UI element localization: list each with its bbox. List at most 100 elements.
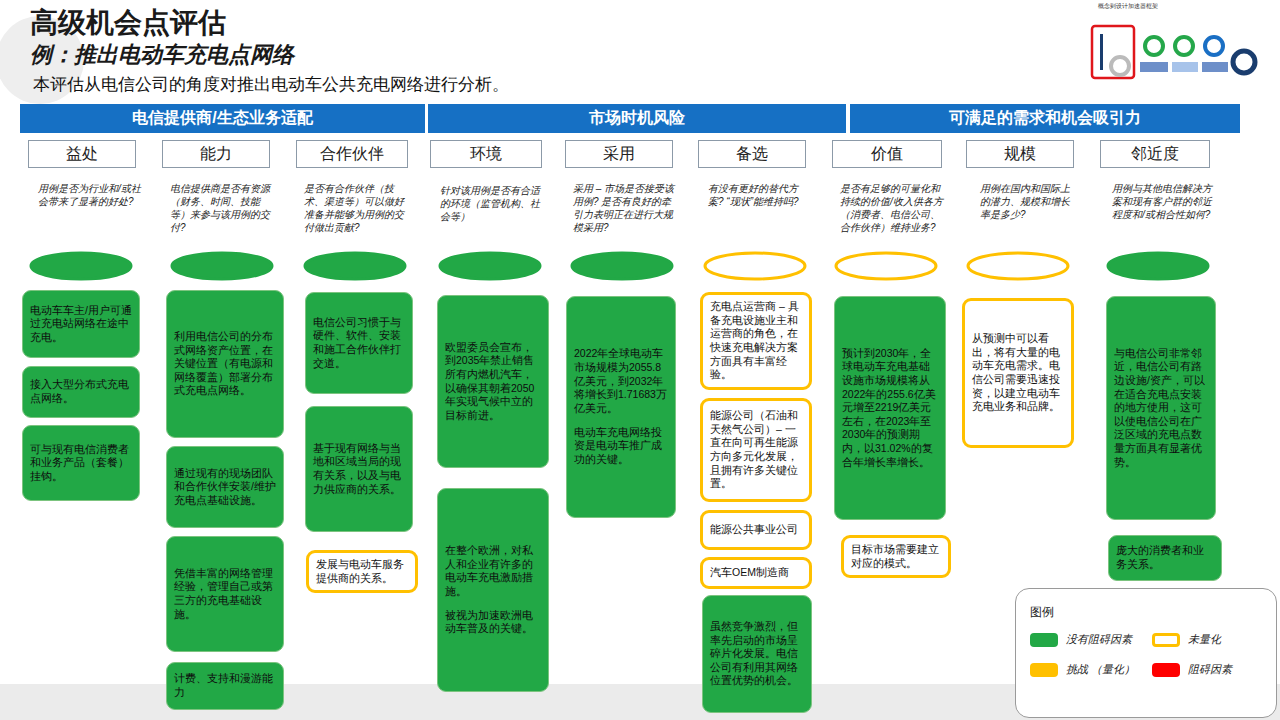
box-text: 电信公司习惯于与硬件、软件、安装和施工合作伙伴打交道。 <box>313 316 405 371</box>
section-band: 电信提供商/生态业务适配 <box>20 104 425 133</box>
column-question: 用例与其他电信解决方案和现有客户群的邻近程度和/或相合性如何? <box>1112 182 1216 221</box>
column-question: 采用 – 市场是否接受该用例? 是否有良好的牵引力表明正在进行大规模采用? <box>573 182 677 234</box>
box-text: 在整个欧洲，对私人和企业有许多的电动车充电激励措施。 <box>445 544 541 599</box>
no-barrier-box: 接入大型分布式充电点网络。 <box>22 366 140 418</box>
column-question: 电信提供商是否有资源（财务、时间、技能等）来参与该用例的交付? <box>170 182 274 234</box>
legend-entry: 没有阻碍因素 <box>1030 632 1132 647</box>
no-barrier-box: 庞大的消费者和业务关系。 <box>1108 535 1222 581</box>
box-text: 采用 <box>603 144 635 165</box>
box-text: 可满足的需求和机会吸引力 <box>949 108 1141 129</box>
box-text: 与电信公司非常邻近，电信公司有路边设施/资产，可以在适合充电点安装的地方使用，这… <box>1114 347 1208 470</box>
no-barrier-box: 通过现有的现场团队和合作伙伴安装/维护充电点基础设施。 <box>166 446 284 528</box>
column-header: 合作伙伴 <box>296 140 408 168</box>
no-barrier-box: 凭借丰富的网络管理经验，管理自己或第三方的充电基础设施。 <box>166 536 284 652</box>
column-question: 用例是否为行业和/或社会带来了显著的好处? <box>38 182 142 208</box>
column-header: 价值 <box>832 140 942 168</box>
slide-subtitle: 例：推出电动车充电点网络 <box>30 40 630 70</box>
no-barrier-box: 基于现有网络与当地和区域当局的现有关系，以及与电力供应商的关系。 <box>305 406 413 532</box>
status-oval <box>172 253 272 279</box>
no-barrier-box: 在整个欧洲，对私人和企业有许多的电动车充电激励措施。被视为加速欧洲电动车普及的关… <box>437 488 549 692</box>
column-header: 备选 <box>698 140 806 168</box>
thumbnail-caption: 概念到设计加速器框架 <box>1098 2 1218 11</box>
legend-swatch <box>1030 633 1058 647</box>
no-barrier-box: 电动车车主/用户可通过充电站网络在途中充电。 <box>22 290 140 358</box>
no-barrier-box: 预计到2030年，全球电动车充电基础设施市场规模将从2022年的255.6亿美元… <box>834 296 946 520</box>
status-oval <box>440 253 540 279</box>
box-text: 备选 <box>736 144 768 165</box>
box-text: 从预测中可以看出，将有大量的电动车充电需求。电信公司需要迅速投资，以建立电动车充… <box>972 332 1064 414</box>
box-text: 充电点运营商 – 具备充电设施业主和运营商的角色，在快速充电解决方案方面具有丰富… <box>710 300 802 382</box>
column-header: 能力 <box>162 140 270 168</box>
legend-entry: 未量化 <box>1152 632 1221 647</box>
status-ovals <box>31 253 1208 279</box>
legend-text: 没有阻碍因素 <box>1066 632 1132 647</box>
legend-swatch <box>1152 663 1180 677</box>
no-barrier-box: 虽然竞争激烈，但率先启动的市场呈碎片化发展。电信公司有利用其网络位置优势的机会。 <box>702 595 812 713</box>
box-text: 邻近度 <box>1131 144 1179 165</box>
box-text: 能源公司（石油和天然气公司）– 一直在向可再生能源方向多元化发展，且拥有许多关键… <box>710 409 802 491</box>
legend-entry: 阻碍因素 <box>1152 662 1232 677</box>
box-text: 目标市场需要建立对应的模式。 <box>851 543 941 570</box>
box-text: 凭借丰富的网络管理经验，管理自己或第三方的充电基础设施。 <box>174 567 276 622</box>
legend-heading: 图例 <box>1030 604 1090 621</box>
box-text: 庞大的消费者和业务关系。 <box>1116 544 1214 571</box>
box-text: 能源公共事业公司 <box>710 523 802 537</box>
box-text: 价值 <box>871 144 903 165</box>
no-barrier-box: 欧盟委员会宣布，到2035年禁止销售所有内燃机汽车，以确保其朝着2050年实现气… <box>437 295 549 468</box>
status-oval <box>572 253 672 279</box>
column-question: 是否有合作伙伴（技术、渠道等）可以做好准备并能够为用例的交付做出贡献? <box>304 182 408 234</box>
legend-text: 阻碍因素 <box>1188 662 1232 677</box>
no-barrier-box: 2022年全球电动车市场规模为2055.8亿美元，到2032年将增长到1.716… <box>566 296 676 518</box>
no-barrier-box: 电信公司习惯于与硬件、软件、安装和施工合作伙伴打交道。 <box>305 292 413 394</box>
intro-text: 本评估从电信公司的角度对推出电动车公共充电网络进行分析。 <box>33 73 933 96</box>
column-question: 是否有足够的可量化和持续的价值/收入供各方（消费者、电信公司、合作伙伴）维持业务… <box>840 182 944 234</box>
legend-text: 挑战 （量化） <box>1066 662 1135 677</box>
box-text: 汽车OEM制造商 <box>710 566 802 580</box>
box-text: 市场时机风险 <box>589 108 685 129</box>
box-text: 益处 <box>66 144 98 165</box>
status-oval <box>31 253 131 279</box>
unquantified-box: 充电点运营商 – 具备充电设施业主和运营商的角色，在快速充电解决方案方面具有丰富… <box>700 292 812 390</box>
unquantified-box: 能源公司（石油和天然气公司）– 一直在向可再生能源方向多元化发展，且拥有许多关键… <box>700 398 812 502</box>
box-text: 电信提供商/生态业务适配 <box>132 108 312 129</box>
legend-swatch <box>1030 663 1058 677</box>
box-text: 接入大型分布式充电点网络。 <box>30 378 132 405</box>
box-text: 基于现有网络与当地和区域当局的现有关系，以及与电力供应商的关系。 <box>313 442 405 497</box>
box-text: 能力 <box>200 144 232 165</box>
box-text: 电动车充电网络投资是电动车推广成功的关键。 <box>574 426 668 467</box>
box-text: 2022年全球电动车市场规模为2055.8亿美元，到2032年将增长到1.716… <box>574 347 668 415</box>
box-text: 电动车车主/用户可通过充电站网络在途中充电。 <box>30 304 132 345</box>
unquantified-box: 能源公共事业公司 <box>700 510 812 550</box>
column-header: 规模 <box>966 140 1074 168</box>
box-text: 利用电信公司的分布式网络资产位置，在关键位置（有电源和网络覆盖）部署分布式充电点… <box>174 330 276 398</box>
box-text: 可与现有电信消费者和业务产品（套餐）挂钩。 <box>30 443 132 484</box>
slide-title: 高级机会点评估 <box>30 4 226 42</box>
box-text: 发展与电动车服务提供商的关系。 <box>316 558 408 585</box>
box-text: 合作伙伴 <box>320 144 384 165</box>
status-oval <box>836 253 936 279</box>
status-oval <box>705 253 805 279</box>
legend-frame <box>1015 588 1277 718</box>
box-text: 规模 <box>1004 144 1036 165</box>
status-oval <box>305 253 405 279</box>
unquantified-box: 发展与电动车服务提供商的关系。 <box>306 550 418 593</box>
framework-thumbnail <box>1092 26 1255 78</box>
column-header: 采用 <box>565 140 673 168</box>
column-header: 环境 <box>430 140 542 168</box>
box-text: 环境 <box>470 144 502 165</box>
status-oval <box>968 253 1068 279</box>
no-barrier-box: 与电信公司非常邻近，电信公司有路边设施/资产，可以在适合充电点安装的地方使用，这… <box>1106 296 1216 520</box>
box-text: 通过现有的现场团队和合作伙伴安装/维护充电点基础设施。 <box>174 467 276 508</box>
box-text: 欧盟委员会宣布，到2035年禁止销售所有内燃机汽车，以确保其朝着2050年实现气… <box>445 341 541 423</box>
box-text: 计费、支持和漫游能力 <box>174 672 276 699</box>
unquantified-box: 从预测中可以看出，将有大量的电动车充电需求。电信公司需要迅速投资，以建立电动车充… <box>962 298 1074 448</box>
unquantified-box: 汽车OEM制造商 <box>700 557 812 589</box>
box-text: 被视为加速欧洲电动车普及的关键。 <box>445 609 541 636</box>
status-oval <box>1108 253 1208 279</box>
legend-swatch <box>1152 633 1180 647</box>
unquantified-box: 目标市场需要建立对应的模式。 <box>841 535 951 578</box>
legend-entry: 挑战 （量化） <box>1030 662 1135 677</box>
legend-text: 未量化 <box>1188 632 1221 647</box>
box-text: 虽然竞争激烈，但率先启动的市场呈碎片化发展。电信公司有利用其网络位置优势的机会。 <box>710 620 804 688</box>
no-barrier-box: 利用电信公司的分布式网络资产位置，在关键位置（有电源和网络覆盖）部署分布式充电点… <box>166 290 284 438</box>
